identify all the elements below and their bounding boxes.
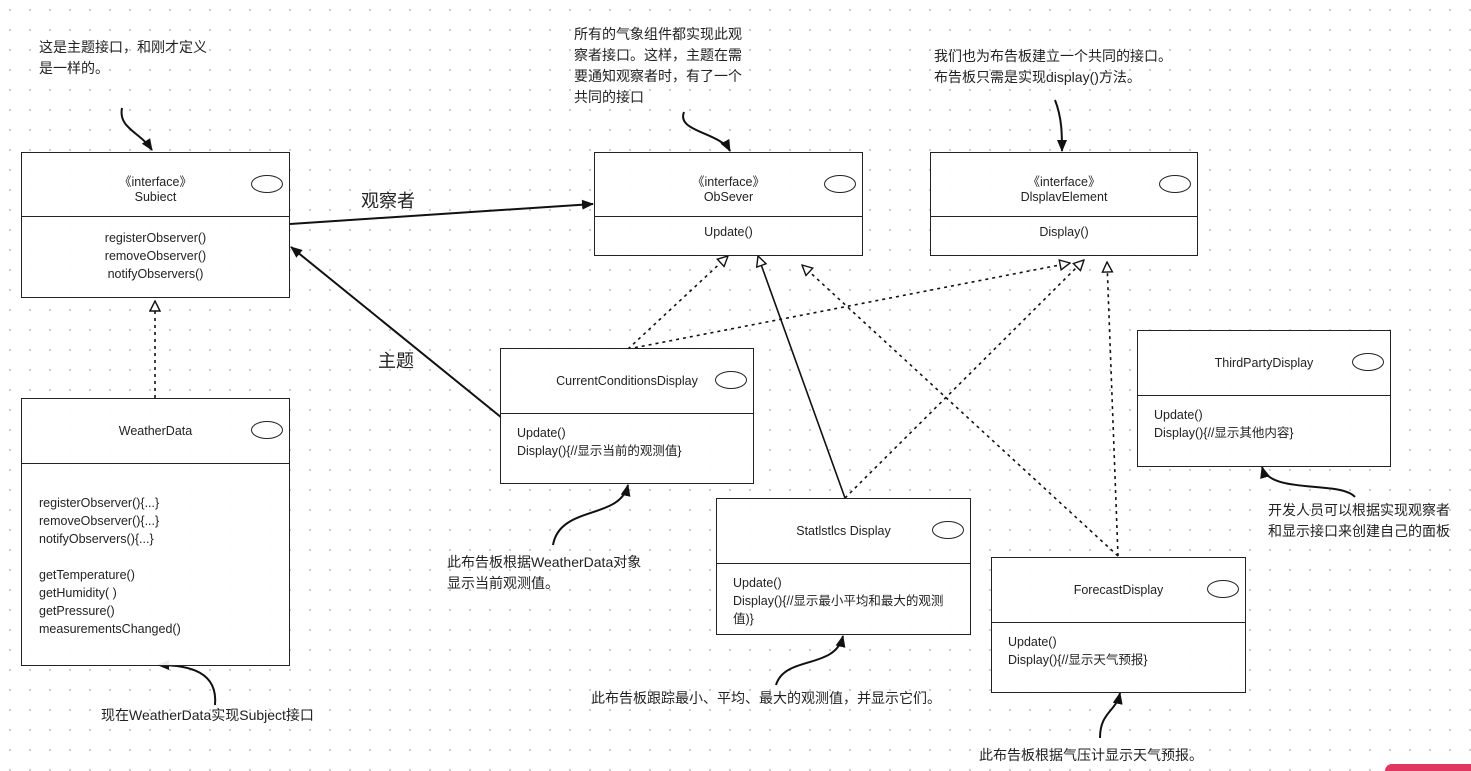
observer-relation-label: 观察者 — [361, 191, 415, 211]
class-header: 《interface》 DlsplavElement — [931, 153, 1197, 217]
method-item: Display(){//显示天气预报} — [1008, 653, 1148, 667]
method-item: Update() — [1154, 408, 1203, 422]
class-name: ForecastDisplay — [1073, 583, 1164, 597]
note-arrow-observer — [682, 111, 731, 152]
method-item: Update() — [704, 225, 753, 239]
class-header: ForecastDisplay — [992, 558, 1245, 623]
corner-accent — [1385, 764, 1471, 771]
class-name: WeatherData — [118, 424, 193, 438]
method-item: Update() — [517, 426, 566, 440]
current-conditions-display-box[interactable]: CurrentConditionsDisplay Update() Displa… — [500, 348, 754, 484]
stats-to-observer-line — [758, 256, 846, 499]
note-arrow-current — [552, 484, 631, 546]
method-item: notifyObservers() — [107, 267, 204, 281]
stats-to-display-line — [844, 260, 1084, 499]
note-observer-interface: 所有的气象组件都实现此观察者接口。这样，主题在需要通知观察者时，有了一个共同的接… — [574, 26, 742, 105]
note-arrow-subject — [120, 107, 153, 151]
current-to-display-line — [627, 263, 1070, 350]
method-item: measurementsChanged() — [39, 622, 181, 636]
stereotype-label: 《interface》 — [119, 175, 192, 189]
method-item: Update() — [733, 576, 782, 590]
class-header: WeatherData — [22, 399, 289, 464]
class-header: 《interface》 ObSever — [595, 153, 862, 217]
class-header: ThirdPartyDisplay — [1138, 331, 1390, 396]
stereotype-label: 《interface》 — [1027, 175, 1101, 189]
note-forecast-display: 此布告板根据气压计显示天气预报。 — [979, 747, 1203, 763]
method-item: getHumidity( ) — [39, 586, 117, 600]
class-oval-icon — [251, 175, 283, 193]
class-oval-icon — [251, 421, 283, 439]
class-oval-icon — [824, 175, 856, 193]
method-item: Display() — [1039, 225, 1089, 239]
observer-association-line — [289, 199, 594, 225]
class-header: Statlstlcs Display — [717, 499, 970, 564]
method-list: Update() Display(){//显示其他内容} — [1138, 396, 1390, 442]
third-party-display-box[interactable]: ThirdPartyDisplay Update() Display(){//显… — [1137, 330, 1391, 467]
method-item: Display(){//显示其他内容} — [1154, 426, 1294, 440]
method-list: Update() Display(){//显示最小平均和最大的观测 值)} — [717, 564, 970, 628]
note-arrow-thirdparty — [1260, 466, 1356, 498]
note-display-line-1: 我们也为布告板建立一个共同的接口。 — [934, 48, 1172, 64]
subject-association-line — [290, 246, 503, 419]
method-item: getPressure() — [39, 604, 115, 618]
method-list: registerObserver(){...} removeObserver()… — [22, 464, 289, 638]
method-item: Update() — [1008, 635, 1057, 649]
method-item: 值)} — [733, 612, 754, 626]
method-item: notifyObservers(){...} — [39, 532, 154, 546]
note-arrow-stats — [775, 635, 846, 686]
method-list: Update() Display(){//显示天气预报} — [992, 623, 1245, 669]
display-element-interface-box[interactable]: 《interface》 DlsplavElement Display() — [930, 152, 1198, 256]
class-name: ThirdPartyDisplay — [1214, 356, 1314, 370]
note-display-line-2: 布告板只需是实现display()方法。 — [934, 69, 1141, 85]
class-name: Statlstlcs Display — [796, 524, 891, 538]
method-item: getTemperature() — [39, 568, 135, 582]
class-oval-icon — [1352, 353, 1384, 371]
method-item: removeObserver(){...} — [39, 514, 160, 528]
method-list: registerObserver() removeObserver() noti… — [22, 217, 289, 283]
stereotype-label: 《interface》 — [692, 175, 765, 189]
note-weather-data: 现在WeatherData实现Subject接口 — [101, 707, 314, 723]
forecast-display-box[interactable]: ForecastDisplay Update() Display(){//显示天… — [991, 557, 1246, 693]
class-name: DlsplavElement — [1020, 190, 1108, 204]
current-to-observer-line — [627, 256, 728, 350]
class-oval-icon — [932, 521, 964, 539]
forecast-to-display-line — [1107, 262, 1119, 557]
method-list: Update() — [595, 217, 862, 241]
method-item: removeObserver() — [104, 249, 207, 263]
class-oval-icon — [1159, 175, 1191, 193]
class-oval-icon — [1207, 580, 1239, 598]
method-item: registerObserver() — [104, 231, 207, 245]
note-statistics-display: 此布告板跟踪最小、平均、最大的观测值，并显示它们。 — [591, 690, 941, 706]
method-item: Display(){//显示当前的观测值} — [517, 444, 682, 458]
note-current-line-2: 显示当前观测值。 — [447, 575, 559, 591]
class-header: CurrentConditionsDisplay — [501, 349, 753, 414]
note-third-party: 开发人员可以根据实现观察者和显示接口来创建自己的面板 — [1268, 502, 1450, 539]
subject-interface-box[interactable]: 《interface》 Subiect registerObserver() r… — [21, 152, 290, 298]
note-display-interface: 我们也为布告板建立一个共同的接口。 布告板只需是实现display()方法。 — [934, 46, 1194, 88]
note-arrow-forecast — [1099, 692, 1123, 739]
method-list: Display() — [931, 217, 1197, 241]
class-name: Subiect — [134, 190, 177, 204]
note-current-display: 此布告板根据WeatherData对象 显示当前观测值。 — [447, 552, 687, 594]
class-oval-icon — [715, 371, 747, 389]
class-name: CurrentConditionsDisplay — [556, 374, 698, 388]
class-name: ObSever — [703, 190, 754, 204]
note-current-line-1: 此布告板根据WeatherData对象 — [447, 554, 642, 570]
note-arrow-display — [1054, 99, 1067, 152]
observer-interface-box[interactable]: 《interface》 ObSever Update() — [594, 152, 863, 256]
note-arrow-weatherdata — [157, 660, 217, 706]
class-header: 《interface》 Subiect — [22, 153, 289, 217]
method-item: registerObserver(){...} — [39, 496, 160, 510]
forecast-to-observer-line — [802, 265, 1119, 557]
statistics-display-box[interactable]: Statlstlcs Display Update() Display(){//… — [716, 498, 971, 635]
weather-data-class-box[interactable]: WeatherData registerObserver(){...} remo… — [21, 398, 290, 666]
method-list: Update() Display(){//显示当前的观测值} — [501, 414, 753, 460]
note-subject-interface: 这是主题接口，和刚才定义是一样的。 — [39, 39, 207, 76]
method-item: Display(){//显示最小平均和最大的观测 — [733, 594, 944, 608]
subject-relation-label: 主题 — [378, 351, 414, 371]
